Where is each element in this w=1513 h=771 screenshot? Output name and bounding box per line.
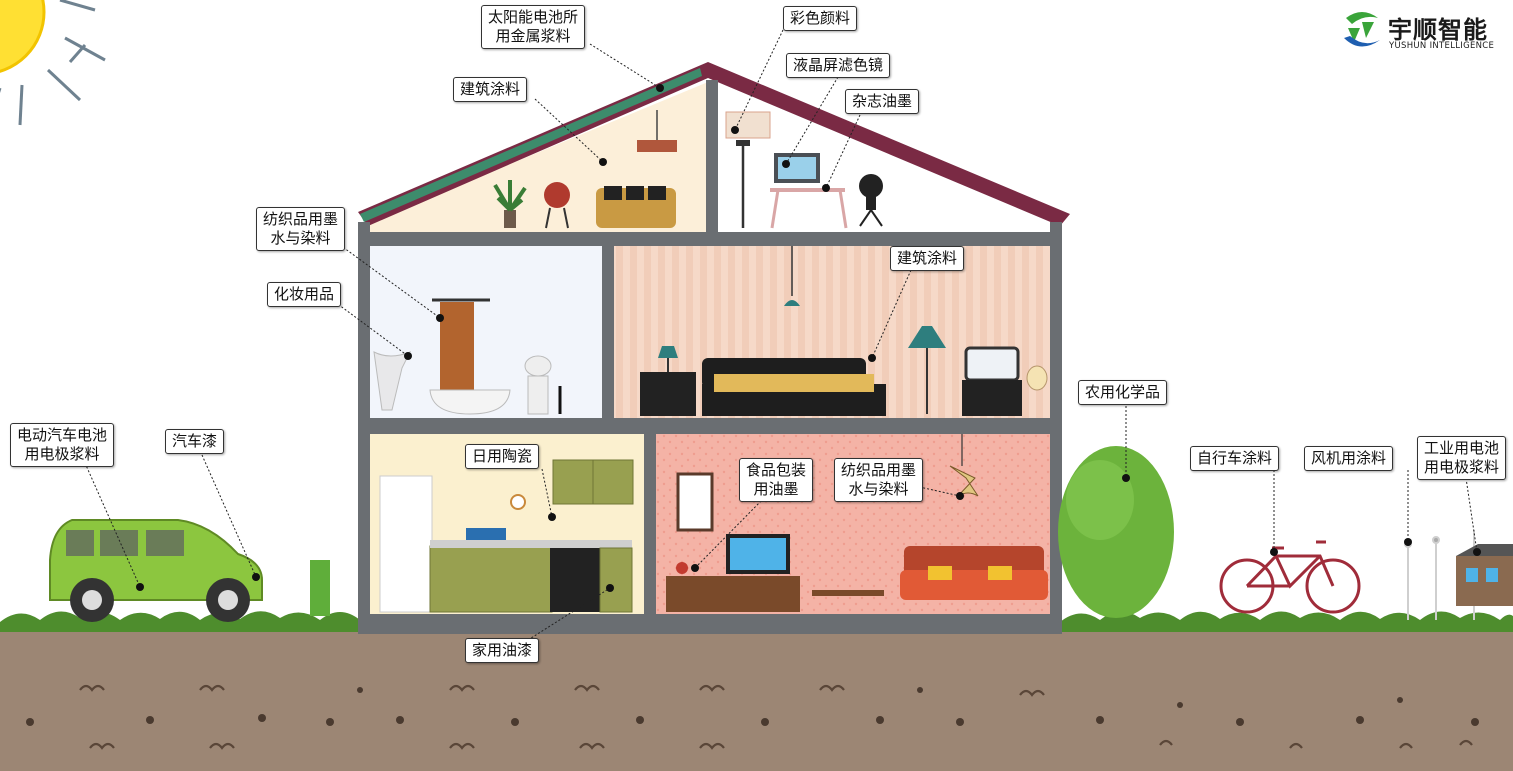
callout-line: 纺织品用墨: [841, 461, 917, 479]
leader-lines: [84, 29, 1478, 641]
ground: [0, 611, 1513, 771]
callout-line: 汽车漆: [172, 432, 218, 450]
callout-bicycle-coating: 自行车涂料: [1190, 446, 1280, 471]
callout-line: 用电极浆料: [1424, 458, 1500, 476]
callout-industrial-battery-electrode-paste: 工业用电池 用电极浆料: [1417, 436, 1507, 480]
callout-line: 建筑涂料: [460, 80, 521, 98]
attic-furniture: [493, 110, 677, 229]
callout-textile-ink-dye-bath: 纺织品用墨 水与染料: [256, 207, 346, 251]
callout-line: 自行车涂料: [1197, 449, 1273, 467]
bush: [1058, 446, 1174, 618]
callout-line: 工业用电池: [1424, 439, 1500, 457]
callout-ev-battery-electrode-paste: 电动汽车电池 用电极浆料: [10, 423, 115, 467]
callout-line: 建筑涂料: [897, 249, 958, 267]
sun: [0, 0, 106, 126]
callout-line: 家用油漆: [472, 641, 533, 659]
callout-line: 用电极浆料: [24, 445, 100, 463]
callout-line: 用金属浆料: [495, 27, 571, 45]
leader-markers: [136, 84, 1481, 592]
callout-line: 食品包装: [746, 461, 807, 479]
callout-color-pigment: 彩色颜料: [783, 6, 858, 31]
bedroom-furniture: [640, 246, 1048, 416]
brand-name-cn: 宇顺智能: [1388, 16, 1488, 44]
brand-name-en: YUSHUN INTELLIGENCE: [1389, 41, 1495, 51]
kitchen-furniture: [379, 459, 634, 613]
callout-line: 彩色颜料: [790, 9, 851, 27]
callout-line: 用油墨: [753, 480, 799, 498]
study-furniture: [725, 111, 883, 229]
callout-line: 杂志油墨: [852, 92, 913, 110]
bicycle: [1219, 540, 1361, 614]
callout-textile-ink-dye-living: 纺织品用墨 水与染料: [834, 458, 924, 502]
callout-agrochemicals: 农用化学品: [1078, 380, 1168, 405]
callout-magazine-ink: 杂志油墨: [845, 89, 920, 114]
callout-line: 化妆用品: [274, 285, 335, 303]
callout-line: 太阳能电池所: [488, 8, 579, 26]
callout-line: 农用化学品: [1085, 383, 1161, 401]
attic-right-room: [718, 86, 1050, 232]
bathroom-fixtures: [373, 298, 562, 415]
callout-line: 日用陶瓷: [472, 447, 533, 465]
callout-line: 液晶屏滤色镜: [793, 56, 884, 74]
car: [49, 519, 330, 622]
brand-logo: 宇顺智能 YUSHUN INTELLIGENCE: [1340, 8, 1508, 54]
callout-automotive-paint: 汽车漆: [165, 429, 225, 454]
callout-wind-turbine-coating: 风机用涂料: [1304, 446, 1394, 471]
callout-architectural-coating-bedroom: 建筑涂料: [890, 246, 965, 271]
callout-line: 纺织品用墨: [263, 210, 339, 228]
callout-solar-cell-metal-paste: 太阳能电池所 用金属浆料: [481, 5, 586, 49]
factory: [1456, 544, 1513, 606]
callout-lcd-color-filter: 液晶屏滤色镜: [786, 53, 891, 78]
living-furniture: [666, 434, 1048, 612]
callout-line: 水与染料: [848, 480, 909, 498]
callout-cosmetics: 化妆用品: [267, 282, 342, 307]
callout-line: 电动汽车电池: [17, 426, 108, 444]
callout-daily-ceramics: 日用陶瓷: [465, 444, 540, 469]
callout-household-paint: 家用油漆: [465, 638, 540, 663]
callout-food-packaging-ink: 食品包装 用油墨: [739, 458, 814, 502]
callout-line: 水与染料: [270, 229, 331, 247]
bathroom: [370, 246, 602, 418]
brand-mark-icon: [1344, 12, 1380, 47]
callout-architectural-coating-attic: 建筑涂料: [453, 77, 528, 102]
callout-line: 风机用涂料: [1311, 449, 1387, 467]
